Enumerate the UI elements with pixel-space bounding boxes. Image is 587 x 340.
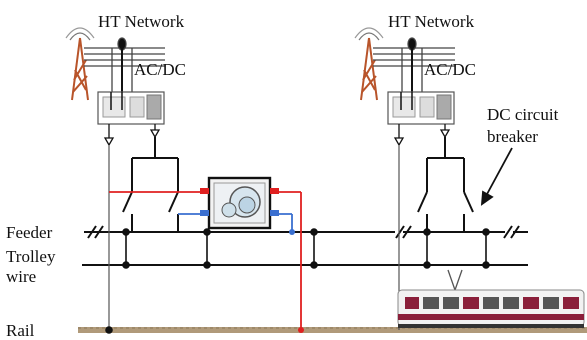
feeder-label: Feeder <box>6 223 53 242</box>
trolley-line-1: Trolley <box>6 247 56 266</box>
trolley-wire-label: Trolley wire <box>6 247 60 286</box>
rail-track <box>78 327 587 333</box>
tower-left <box>65 27 95 101</box>
dc-breaker-arrow <box>480 147 513 206</box>
trolley-line-2: wire <box>6 267 36 286</box>
feeder-trolley-links <box>105 228 490 334</box>
dc-breaker-label: DC circuit breaker <box>487 105 563 146</box>
ht-network-left-label: HT Network <box>98 12 185 31</box>
converter-right-outputs <box>393 124 451 147</box>
right-breaker-tree <box>417 137 486 233</box>
acdc-right-label: AC/DC <box>424 60 476 79</box>
converter-left <box>97 91 165 125</box>
acdc-left-label: AC/DC <box>134 60 186 79</box>
dc-breaker-line-1: DC circuit <box>487 105 559 124</box>
left-breaker-tree <box>122 137 179 232</box>
converter-right <box>387 91 455 125</box>
feeder-line <box>84 225 528 239</box>
ht-lines-left <box>84 37 165 92</box>
ht-network-right-label: HT Network <box>388 12 475 31</box>
train <box>397 269 585 328</box>
ht-lines-right <box>373 37 455 92</box>
dc-breaker-line-2: breaker <box>487 127 538 146</box>
rail-label: Rail <box>6 321 35 340</box>
converter-left-outputs <box>103 124 161 147</box>
converter-device <box>200 176 279 230</box>
tower-right <box>354 27 384 101</box>
